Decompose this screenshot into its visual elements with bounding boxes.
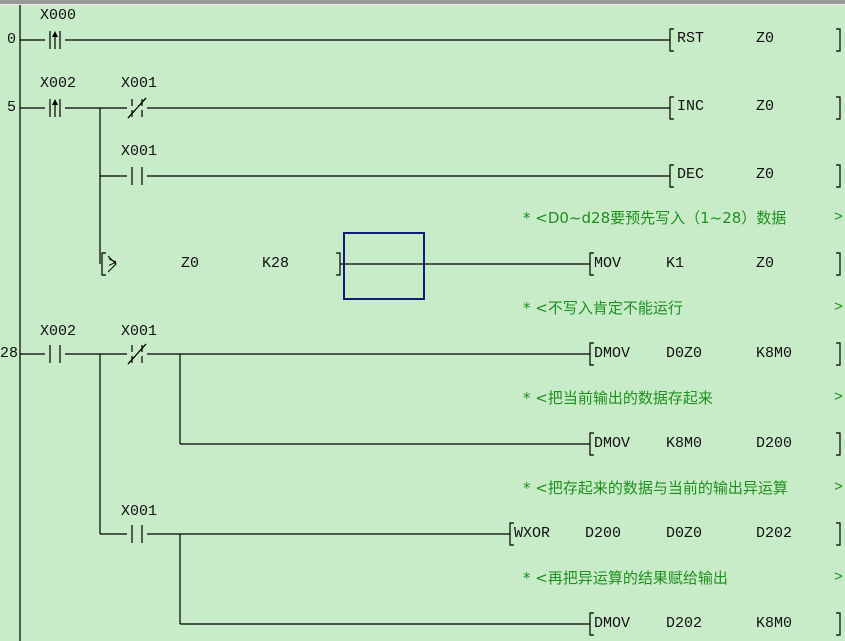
- right-bracket: [836, 432, 841, 456]
- right-bracket: [836, 252, 841, 276]
- operand[interactable]: Z0: [181, 255, 200, 272]
- step-number: 28: [0, 345, 19, 362]
- comment-end: >: [834, 569, 844, 586]
- contact-label[interactable]: X002: [40, 323, 77, 340]
- rising-arrow-head: [52, 99, 58, 105]
- instruction-op[interactable]: DMOV: [594, 345, 631, 362]
- contact-label[interactable]: X001: [121, 143, 158, 160]
- right-bracket: [836, 612, 841, 636]
- left-bracket: [589, 612, 594, 636]
- operand[interactable]: D0Z0: [666, 525, 703, 542]
- step-number: 5: [6, 99, 16, 116]
- comment[interactable]: * <D0~d28要预先写入（1~28）数据: [523, 209, 787, 227]
- right-bracket: [836, 96, 841, 120]
- contact-gap: [45, 352, 65, 356]
- operand[interactable]: K8M0: [756, 345, 793, 362]
- left-bracket: [669, 28, 674, 52]
- instruction-op[interactable]: DMOV: [594, 615, 631, 632]
- operand[interactable]: D0Z0: [666, 345, 703, 362]
- comment[interactable]: * <把当前输出的数据存起来: [523, 389, 713, 407]
- left-bracket: [589, 252, 594, 276]
- operand[interactable]: K8M0: [666, 435, 703, 452]
- right-bracket: [836, 28, 841, 52]
- operand[interactable]: Z0: [756, 255, 775, 272]
- operand[interactable]: D202: [666, 615, 703, 632]
- operand[interactable]: D200: [585, 525, 622, 542]
- right-bracket: [836, 164, 841, 188]
- top-border: [0, 0, 845, 5]
- comment-end: >: [834, 299, 844, 316]
- instruction-op[interactable]: DMOV: [594, 435, 631, 452]
- right-bracket: [836, 342, 841, 366]
- left-bracket: [669, 96, 674, 120]
- nc-slash: [127, 343, 147, 365]
- left-bracket: [509, 522, 514, 546]
- instruction-op[interactable]: DEC: [677, 166, 705, 183]
- comment[interactable]: * <不写入肯定不能运行: [523, 299, 683, 317]
- selection-cursor: [343, 232, 425, 300]
- instruction-op[interactable]: RST: [677, 30, 705, 47]
- contact-gap: [127, 532, 147, 536]
- left-bracket: [101, 252, 106, 276]
- step-number: 0: [6, 31, 16, 48]
- operand[interactable]: Z0: [756, 166, 775, 183]
- compare-symbol: [107, 255, 117, 273]
- operand[interactable]: K28: [262, 255, 290, 272]
- comment-end: >: [834, 479, 844, 496]
- operand[interactable]: K1: [666, 255, 685, 272]
- rising-arrow-head: [52, 31, 58, 37]
- instruction-op[interactable]: MOV: [594, 255, 622, 272]
- instruction-op[interactable]: INC: [677, 98, 705, 115]
- left-bracket: [589, 432, 594, 456]
- right-bracket: [336, 252, 341, 276]
- contact-label[interactable]: X001: [121, 323, 158, 340]
- comment[interactable]: * <再把异运算的结果赋给输出: [523, 569, 728, 587]
- operand[interactable]: D200: [756, 435, 793, 452]
- nc-slash: [127, 97, 147, 119]
- instruction-op[interactable]: WXOR: [514, 525, 551, 542]
- operand[interactable]: K8M0: [756, 615, 793, 632]
- left-bracket: [669, 164, 674, 188]
- operand[interactable]: Z0: [756, 30, 775, 47]
- left-bracket: [589, 342, 594, 366]
- contact-label[interactable]: X001: [121, 75, 158, 92]
- contact-label[interactable]: X002: [40, 75, 77, 92]
- comment[interactable]: * <把存起来的数据与当前的输出异运算: [523, 479, 788, 497]
- operand[interactable]: D202: [756, 525, 793, 542]
- comment-end: >: [834, 389, 844, 406]
- right-bracket: [836, 522, 841, 546]
- contact-label[interactable]: X000: [40, 7, 77, 24]
- contact-gap: [127, 174, 147, 178]
- compare-op[interactable]: >: [108, 255, 118, 272]
- contact-label[interactable]: X001: [121, 503, 158, 520]
- operand[interactable]: Z0: [756, 98, 775, 115]
- comment-end: >: [834, 209, 844, 226]
